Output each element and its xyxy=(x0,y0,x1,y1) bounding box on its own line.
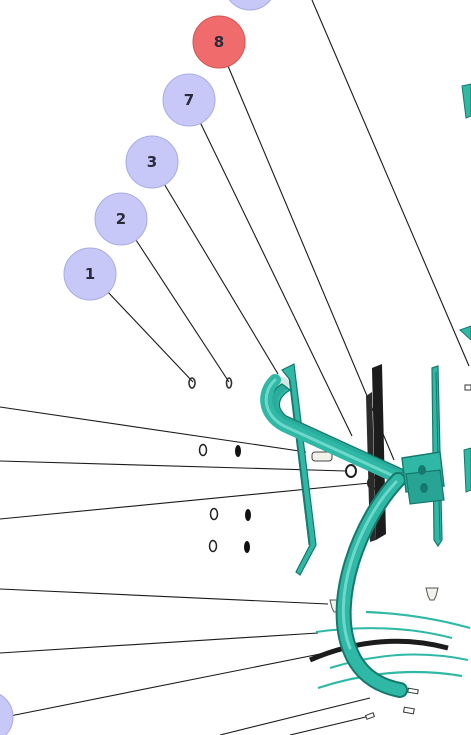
callout-balloon-8[interactable]: 8 xyxy=(192,15,246,69)
leader-line-left-c xyxy=(0,482,371,520)
nut-part xyxy=(209,507,219,521)
callout-balloon-top[interactable] xyxy=(224,0,276,11)
callout-balloon-left[interactable] xyxy=(0,691,14,735)
teal-tube-part xyxy=(260,374,408,698)
callout-label: 7 xyxy=(184,91,194,109)
nut-part xyxy=(208,539,218,553)
callout-label: 2 xyxy=(116,210,126,228)
leader-line-left-a xyxy=(0,406,307,453)
leader-line-left-f xyxy=(9,650,336,717)
strip-parts xyxy=(309,610,471,690)
callout-circle xyxy=(63,247,117,301)
callout-balloon-1[interactable]: 1 xyxy=(63,247,117,301)
callout-balloon-2[interactable]: 2 xyxy=(94,192,148,246)
leader-line-8 xyxy=(227,65,395,461)
teal-strip xyxy=(317,670,463,690)
left-bracket-part xyxy=(281,363,317,576)
teal-strip xyxy=(315,627,453,639)
leader-line-left-e xyxy=(0,632,319,654)
ring-part-2 xyxy=(225,377,233,389)
leader-line-left-d xyxy=(0,588,329,605)
teal-strip xyxy=(329,653,469,669)
right-edge-part xyxy=(459,83,471,493)
leader-line-bottom-a xyxy=(219,697,371,735)
callout-circle xyxy=(94,192,148,246)
callout-circle-highlighted xyxy=(192,15,246,69)
callout-circle xyxy=(125,135,179,189)
hardware-parts xyxy=(188,377,471,720)
callout-balloon-3[interactable]: 3 xyxy=(125,135,179,189)
nut-part xyxy=(235,445,241,457)
washer-part xyxy=(345,464,357,478)
bolt-part xyxy=(311,451,333,462)
callout-circle xyxy=(162,73,216,127)
leader-line-7 xyxy=(199,121,353,437)
callout-balloon-7[interactable]: 7 xyxy=(162,73,216,127)
callout-label: 8 xyxy=(214,33,224,51)
clip-part xyxy=(402,706,415,715)
clip-part xyxy=(364,712,376,720)
leader-line-bottom-b xyxy=(289,715,371,735)
callout-label: 3 xyxy=(147,153,157,171)
teal-strip xyxy=(365,610,471,630)
leader-line-1 xyxy=(105,289,194,383)
callout-balloons: 1 2 3 7 8 xyxy=(0,0,276,735)
nut-part xyxy=(244,541,250,553)
mounting-block-part xyxy=(401,451,445,505)
ring-part-1 xyxy=(188,377,196,389)
plug-part xyxy=(425,587,439,601)
callout-label: 1 xyxy=(85,265,95,283)
leader-line-2 xyxy=(135,239,230,383)
clip-part xyxy=(464,384,471,391)
clip-part xyxy=(407,687,419,695)
callout-circle xyxy=(0,693,14,735)
leader-line-left-b xyxy=(0,460,347,472)
black-strip xyxy=(309,638,449,663)
leader-line-3 xyxy=(162,181,279,375)
nut-part xyxy=(245,509,251,521)
nut-part xyxy=(198,443,208,457)
callout-circle xyxy=(228,0,272,11)
leader-line-top xyxy=(311,0,470,367)
